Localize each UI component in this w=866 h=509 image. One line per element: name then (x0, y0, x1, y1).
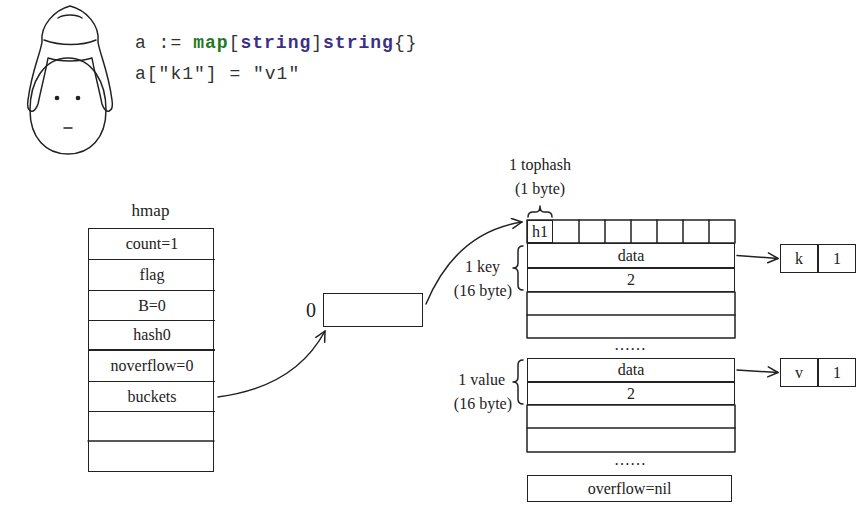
bucket-slot: 0 (323, 293, 423, 327)
code-token: {} (394, 33, 418, 53)
hmap-field: flag (89, 260, 215, 291)
annotation: 1 tophash (509, 156, 571, 174)
code-line: a :=map[string]string{} (135, 33, 417, 54)
annotation: (16 byte) (454, 395, 512, 413)
key-row: 2 (527, 268, 735, 292)
pointer-arrow (737, 370, 778, 373)
node-label: v (795, 364, 803, 382)
row-line (527, 427, 735, 429)
value-rows (527, 405, 735, 452)
annotation: (1 byte) (515, 180, 565, 198)
node-label: 1 (833, 364, 841, 382)
code-token: ] (311, 33, 323, 53)
character-eye (55, 96, 58, 99)
annotation: 1 value (458, 371, 505, 389)
tophash-cell: h1 (527, 220, 553, 243)
character-hat-mark (58, 15, 82, 18)
node-label: data (618, 361, 645, 379)
node-label: hash0 (133, 326, 170, 344)
string-byte: 1 (818, 358, 856, 387)
code-line: a["k1"] = "v1" (135, 64, 300, 85)
character-face (30, 58, 106, 154)
annotation: …… (614, 451, 646, 469)
character-hat-band (44, 40, 96, 45)
tophash-row (527, 220, 735, 243)
annotation: 1 key (465, 258, 500, 276)
hmap-field: count=1 (89, 229, 215, 260)
pointer-arrow (426, 222, 522, 304)
node-label: data (618, 247, 645, 265)
table-row-line (88, 440, 214, 442)
node-label: 1 (833, 250, 841, 268)
string-byte: k (780, 244, 818, 273)
node-label: B=0 (138, 297, 166, 315)
code-token: string (323, 33, 394, 53)
hmap-table: hmapcount=1flagB=0hash0noverflow=0bucket… (88, 228, 214, 472)
pointer-arrow (218, 331, 325, 397)
node-heading: 0 (306, 299, 316, 321)
node-heading: hmap (132, 202, 170, 221)
string-byte: 1 (818, 244, 856, 273)
code-token: a := (135, 33, 182, 53)
node-label: 2 (627, 385, 635, 403)
node-label: k (795, 250, 803, 268)
character-mouth (64, 127, 72, 129)
value-row: 2 (527, 382, 735, 405)
row-line (527, 314, 735, 316)
hmap-field: noverflow=0 (89, 351, 215, 382)
brace (513, 360, 523, 404)
node-label: buckets (128, 388, 177, 406)
overflow-box: overflow=nil (527, 475, 732, 502)
tophash-cell-lines (579, 220, 709, 243)
node-label: count=1 (126, 235, 179, 253)
annotation: …… (614, 336, 646, 354)
code-token: map (193, 33, 228, 53)
character-eye (76, 96, 79, 99)
code-token: string (240, 33, 311, 53)
node-label: overflow=nil (588, 480, 672, 498)
hmap-field: hash0 (89, 321, 215, 351)
key-rows (527, 292, 735, 338)
code-token: [ (229, 33, 241, 53)
string-byte: v (780, 358, 818, 387)
value-row: data (527, 358, 735, 382)
hmap-field: buckets (89, 382, 215, 412)
annotation: (16 byte) (454, 282, 512, 300)
brace (513, 246, 523, 290)
node-label: 2 (627, 271, 635, 289)
node-label: noverflow=0 (111, 357, 194, 375)
node-label: flag (140, 266, 165, 284)
key-row: data (527, 243, 735, 268)
hmap-field: B=0 (89, 291, 215, 321)
brace (528, 206, 552, 217)
pointer-arrow (737, 256, 778, 259)
node-label: h1 (532, 223, 548, 241)
